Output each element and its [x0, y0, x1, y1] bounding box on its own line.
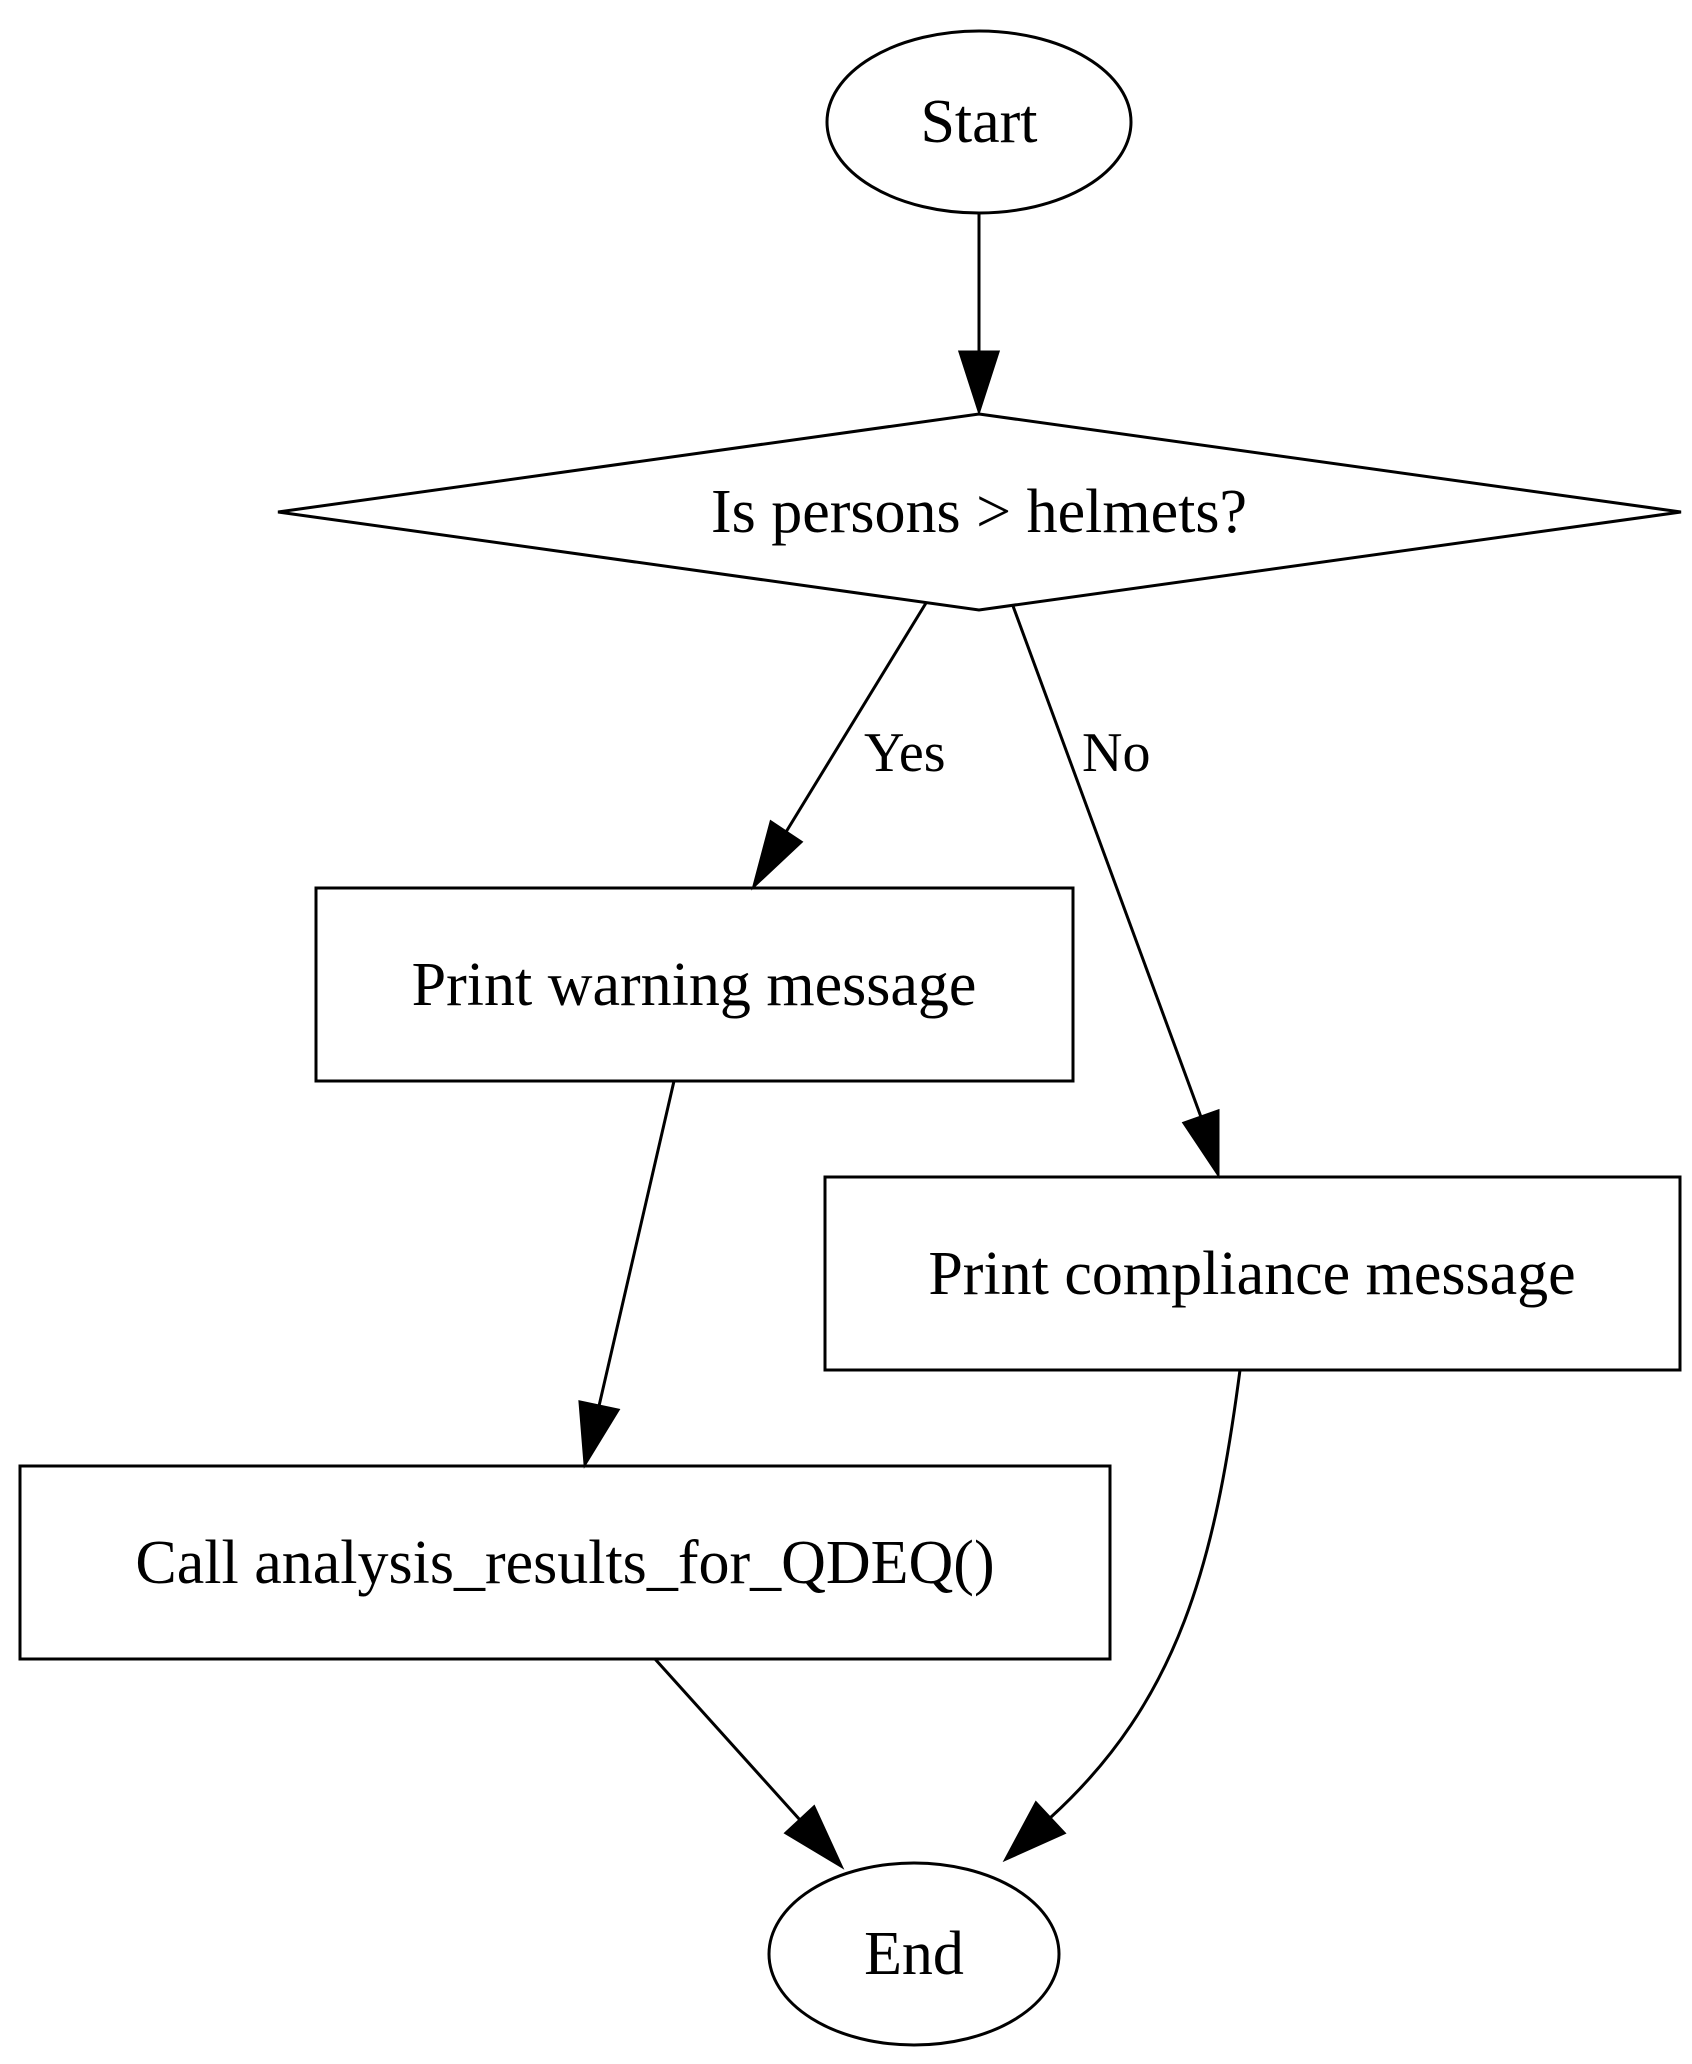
warning-box	[314, 886, 1075, 1083]
compliance-label: Print compliance message	[928, 1240, 1575, 1308]
node-call: Call analysis_results_for_QDEQ()	[18, 1464, 1112, 1661]
edge-label-no: No	[1082, 722, 1150, 784]
arrowhead	[783, 1804, 845, 1870]
edge-line	[597, 1080, 676, 1407]
edge-start-to-decision	[957, 213, 1001, 416]
edge-call-to-end	[653, 1657, 845, 1870]
edge-line	[653, 1657, 802, 1822]
edge-line	[1048, 1369, 1242, 1820]
node-decision: Is persons > helmets?	[277, 412, 1682, 612]
arrowhead	[1181, 1108, 1220, 1179]
decision-diamond	[277, 412, 1682, 612]
start-label: Start	[920, 88, 1037, 156]
edge-decision-to-compliance: No	[1011, 605, 1220, 1179]
warning-label: Print warning message	[412, 951, 977, 1019]
edge-line	[1011, 605, 1203, 1118]
call-box	[18, 1464, 1112, 1661]
call-label: Call analysis_results_for_QDEQ()	[135, 1529, 994, 1597]
node-warning: Print warning message	[314, 886, 1075, 1083]
arrowhead	[751, 819, 804, 891]
edge-decision-to-warning: Yes	[751, 602, 945, 891]
node-compliance: Print compliance message	[823, 1175, 1682, 1372]
compliance-box	[823, 1175, 1682, 1372]
end-label: End	[864, 1920, 964, 1988]
decision-label: Is persons > helmets?	[711, 478, 1247, 546]
edge-compliance-to-end	[1002, 1369, 1242, 1863]
edge-line	[784, 602, 928, 833]
arrowhead	[1002, 1800, 1067, 1863]
arrowhead	[957, 350, 1001, 416]
end-ellipse	[767, 1861, 1061, 2047]
node-start: Start	[825, 29, 1133, 215]
arrowhead	[578, 1400, 621, 1469]
node-end: End	[767, 1861, 1061, 2047]
edge-label-yes: Yes	[864, 722, 945, 784]
edge-warning-to-call	[578, 1080, 676, 1469]
